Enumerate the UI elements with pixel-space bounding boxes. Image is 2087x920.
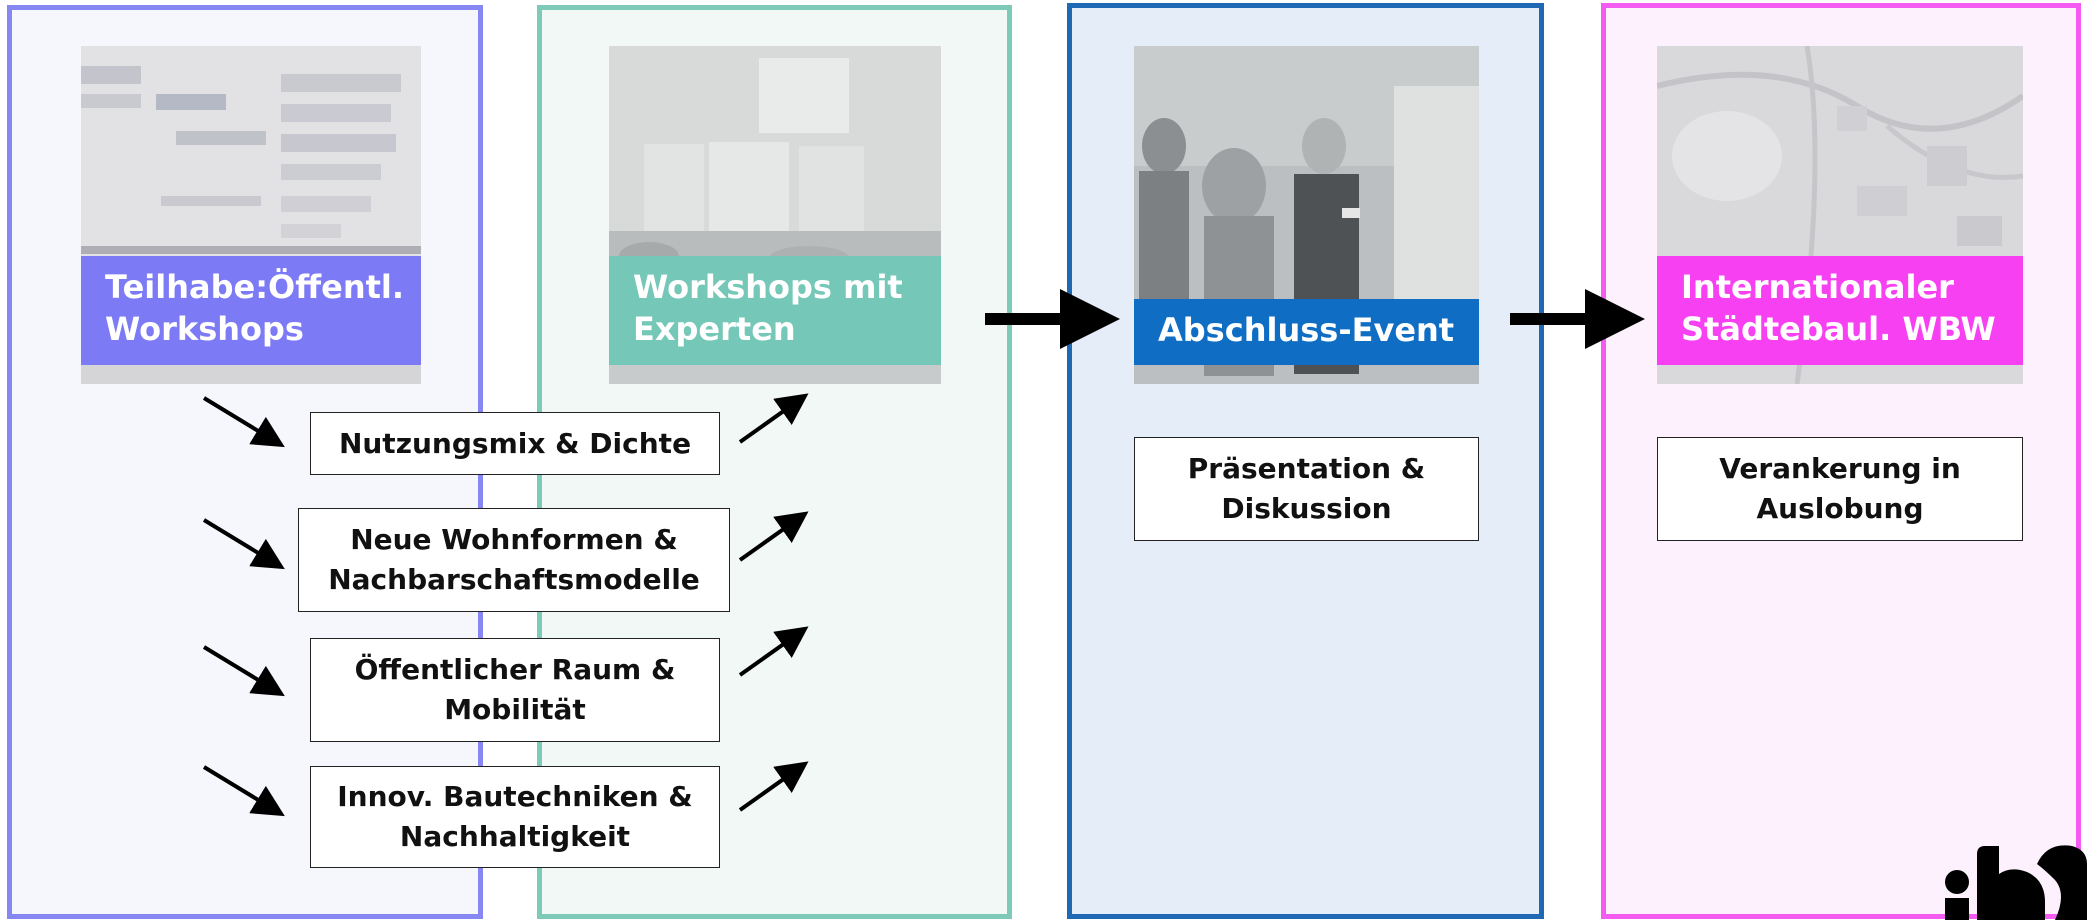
stage-title-competition: Internationaler Städtebaul. WBW <box>1657 256 2023 365</box>
stage-title-line: Internationaler <box>1681 268 1954 306</box>
final-event-photo: Abschluss-Event <box>1134 46 1479 384</box>
result-line: Verankerung in <box>1719 452 1961 485</box>
arrow-line <box>738 761 809 812</box>
topic-line: Neue Wohnformen & <box>350 523 678 556</box>
result-line: Präsentation & <box>1187 452 1426 485</box>
result-box-presentation: Präsentation & Diskussion <box>1134 437 1479 541</box>
stage-title-expert-workshops: Workshops mit Experten <box>609 256 941 365</box>
arrow-line <box>202 645 285 697</box>
result-box-tender: Verankerung in Auslobung <box>1657 437 2023 541</box>
arrow-line <box>738 393 809 444</box>
stage-title-line: Teilhabe:Öffentl. <box>105 268 405 306</box>
workshop-wall-photo: Teilhabe:Öffentl. Workshops <box>81 46 421 384</box>
iba-logo-icon <box>1945 845 2087 920</box>
topic-line: Innov. Bautechniken & <box>337 780 693 813</box>
arrow-line <box>202 518 285 570</box>
arrow-line <box>202 765 285 817</box>
topic-box-housing: Neue Wohnformen & Nachbarschaftsmodelle <box>298 508 730 612</box>
arrow-out-of-topics <box>738 393 809 812</box>
result-line: Auslobung <box>1756 492 1924 525</box>
arrow-line <box>738 511 809 562</box>
result-line: Diskussion <box>1221 492 1392 525</box>
stage-title-line: Städtebaul. WBW <box>1681 310 1996 348</box>
stage-title-line: Abschluss-Event <box>1158 311 1455 349</box>
stage-title-line: Workshops mit <box>633 268 903 306</box>
topic-line: Nachbarschaftsmodelle <box>328 563 700 596</box>
topic-box-mixed-use: Nutzungsmix & Dichte <box>310 412 720 475</box>
stage-title-public-workshops: Teilhabe:Öffentl. Workshops <box>81 256 421 365</box>
stage-title-final-event: Abschluss-Event <box>1134 299 1479 365</box>
stage-title-line: Workshops <box>105 310 304 348</box>
topic-box-public-space: Öffentlicher Raum & Mobilität <box>310 638 720 742</box>
topic-line: Mobilität <box>444 693 586 726</box>
stage-title-line: Experten <box>633 310 796 348</box>
expert-workshop-photo: Workshops mit Experten <box>609 46 941 384</box>
arrow-line <box>738 626 809 677</box>
arrow-into-topics <box>202 396 285 817</box>
arrow-line <box>202 396 285 448</box>
topic-box-building-tech: Innov. Bautechniken & Nachhaltigkeit <box>310 766 720 868</box>
topic-line: Nachhaltigkeit <box>399 820 631 853</box>
topic-line: Öffentlicher Raum & <box>354 653 676 686</box>
topic-line: Nutzungsmix & Dichte <box>338 426 692 460</box>
aerial-map-photo: Internationaler Städtebaul. WBW <box>1657 46 2023 384</box>
